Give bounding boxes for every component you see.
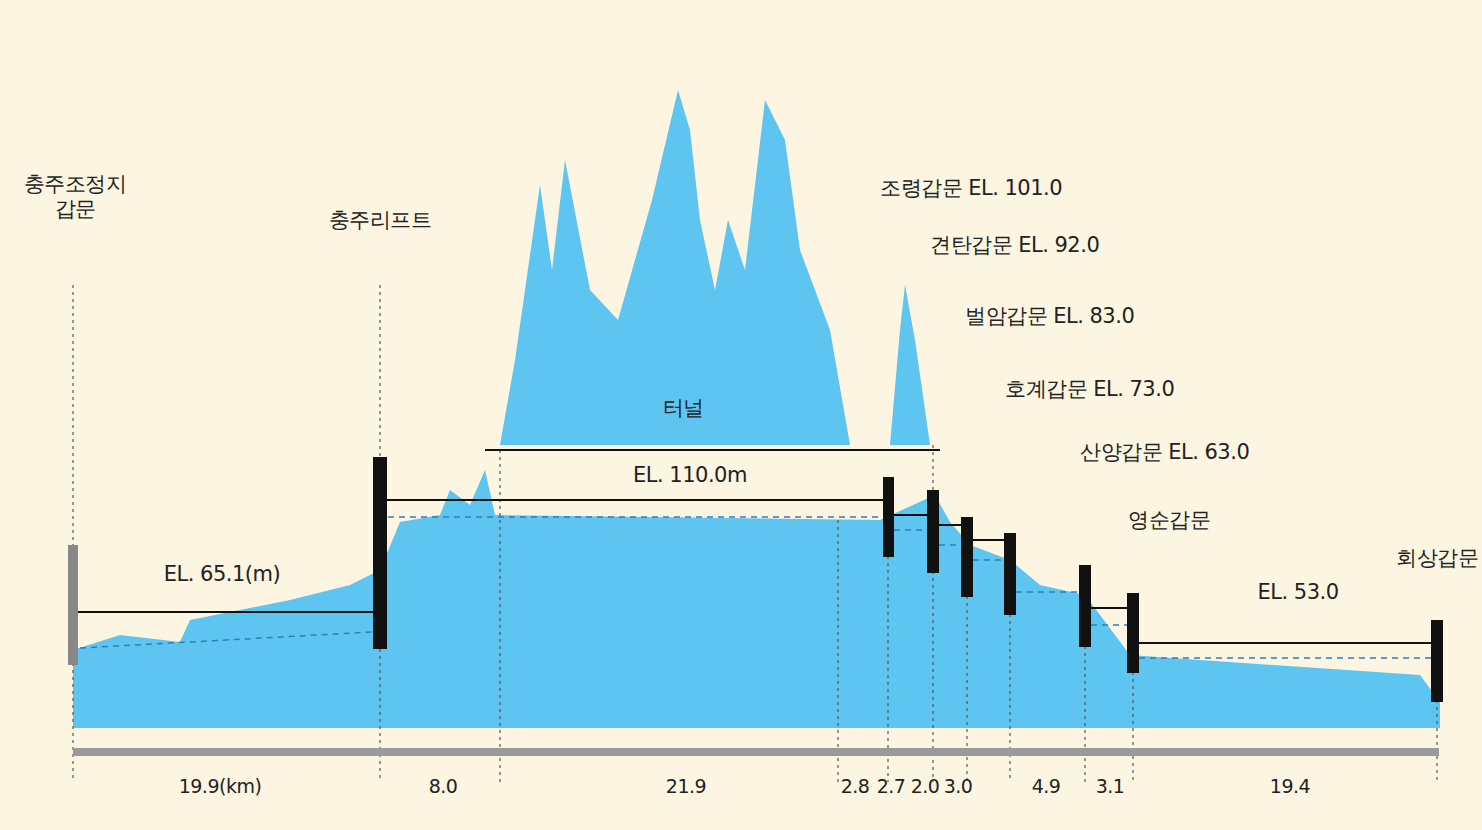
lock-label: 터널 <box>663 396 704 421</box>
lock-gates <box>68 457 1443 702</box>
distance-label: 19.9(km) <box>179 775 262 798</box>
lock-label: 견탄갑문 EL. 92.0 <box>930 233 1099 258</box>
distance-label: 3.0 <box>944 775 973 798</box>
water-level-dashed <box>80 517 1431 658</box>
lock-label: EL. 65.1(m) <box>164 562 280 587</box>
distance-label: 2.0 <box>911 775 940 798</box>
section-lines <box>73 285 1437 782</box>
mountain <box>500 90 850 445</box>
lock-label: 충주조정지 갑문 <box>16 172 134 222</box>
lock-label: 산양갑문 EL. 63.0 <box>1080 440 1249 465</box>
lock-label: 충주리프트 <box>329 208 432 233</box>
lock-label: 호계갑문 EL. 73.0 <box>1005 377 1174 402</box>
distance-label: 2.7 <box>877 775 906 798</box>
distance-label: 19.4 <box>1270 775 1310 798</box>
distance-label: 21.9 <box>666 775 706 798</box>
lock-label: 조령갑문 EL. 101.0 <box>880 176 1062 201</box>
lock-label: EL. 53.0 <box>1257 580 1338 605</box>
lock-label: 영순갑문 <box>1128 508 1210 533</box>
mountain <box>890 285 930 445</box>
distance-label: 3.1 <box>1096 775 1125 798</box>
lock-label: 회상갑문 <box>1396 546 1478 571</box>
distance-label: 2.8 <box>841 775 870 798</box>
lock-label: EL. 110.0m <box>633 463 747 488</box>
distance-bar <box>73 748 1439 756</box>
distance-label: 4.9 <box>1032 775 1061 798</box>
distance-label: 8.0 <box>429 775 458 798</box>
lock-label: 벌암갑문 EL. 83.0 <box>965 304 1134 329</box>
water-level <box>78 450 1437 643</box>
ground-profile <box>73 470 1440 728</box>
